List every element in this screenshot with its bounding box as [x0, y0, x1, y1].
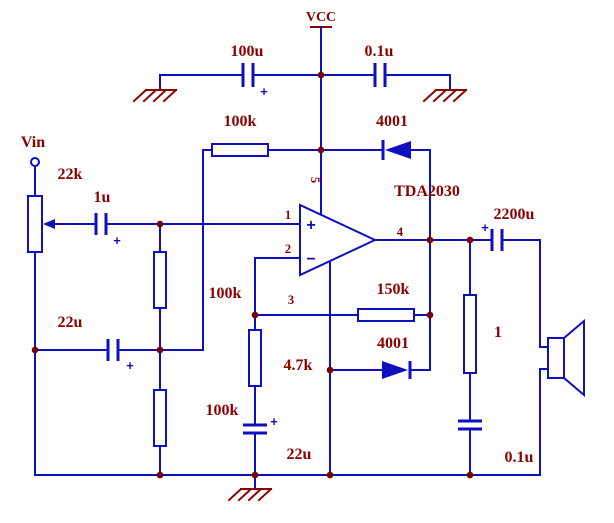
input-cap-plus-mark: + [113, 233, 121, 248]
ground-symbol-top-left [132, 88, 178, 103]
bias-top-resistor: 100k [202, 113, 322, 157]
bulk-decoupling-capacitor: + 100u [231, 43, 269, 99]
gain-resistor: 4.7k [248, 314, 313, 424]
bias-bypass-capacitor: + 22u [34, 314, 204, 373]
gain-capacitor: + 22u [243, 414, 312, 476]
output-capacitor: + 2200u [481, 206, 541, 251]
ground-symbol-bottom [227, 474, 273, 502]
zobel-resistor-label: 1 [494, 324, 502, 341]
vcc-clamp-diode-label: 4001 [376, 113, 408, 130]
input-terminal: Vin [21, 134, 45, 197]
vcc-label: VCC [306, 10, 336, 25]
bias-bottom-resistor: 100k [153, 349, 239, 476]
pin-2-label: 2 [285, 242, 291, 256]
input-capacitor: + 1u [94, 189, 122, 248]
gain-cap-label: 22u [287, 446, 312, 463]
pin-3-label: 3 [288, 293, 294, 307]
feedback-resistor: 150k [357, 281, 431, 322]
input-cap-label: 1u [94, 189, 111, 206]
speaker-box-icon [547, 337, 565, 379]
pin-5-label: 5 [308, 177, 322, 183]
zobel-cap-label: 0.1u [505, 449, 534, 466]
bias-top-resistor-label: 100k [224, 113, 257, 130]
vcc-clamp-diode: 4001 [320, 113, 431, 160]
pin-4-label: 4 [397, 225, 404, 239]
zobel-network: 1 0.1u [458, 239, 534, 476]
inverting-input-wires [254, 257, 359, 316]
bias-mid-resistor-label: 100k [209, 285, 242, 302]
bias-mid-resistor: 100k [153, 223, 242, 351]
junction-dots [31, 71, 474, 479]
output-cap-plus-mark: + [481, 220, 489, 235]
speaker-horn-icon [563, 318, 585, 398]
speaker [539, 239, 585, 476]
opamp-tda2030: + − TDA2030 1 2 3 4 5 [285, 177, 460, 307]
gain-resistor-label: 4.7k [284, 357, 313, 374]
opamp-inverting-mark: − [306, 251, 315, 268]
feedback-resistor-label: 150k [377, 281, 410, 298]
input-label: Vin [21, 134, 45, 151]
ground-symbol-top-right [422, 88, 468, 103]
volume-potentiometer: 22k [27, 166, 95, 253]
output-cap-label: 2200u [494, 206, 535, 223]
bias-bypass-cap-label: 22u [58, 314, 83, 331]
bias-bypass-cap-plus-mark: + [126, 358, 134, 373]
hf-cap-label: 0.1u [365, 43, 394, 60]
vcc-power-port: VCC [306, 10, 336, 216]
bias-bottom-resistor-label: 100k [206, 402, 239, 419]
volume-pot-label: 22k [58, 166, 83, 183]
ic-part-number: TDA2030 [394, 183, 460, 200]
opamp-noninverting-mark: + [306, 217, 315, 234]
gnd-clamp-diode-label: 4001 [377, 335, 409, 352]
pin-1-label: 1 [285, 208, 291, 222]
hf-decoupling-capacitor: 0.1u [365, 43, 394, 87]
gnd-clamp-diode: 4001 [329, 335, 431, 379]
top-rail-wires [159, 74, 451, 91]
bulk-cap-label: 100u [231, 43, 264, 60]
gain-cap-plus-mark: + [270, 414, 278, 429]
bulk-cap-plus-mark: + [260, 84, 268, 99]
